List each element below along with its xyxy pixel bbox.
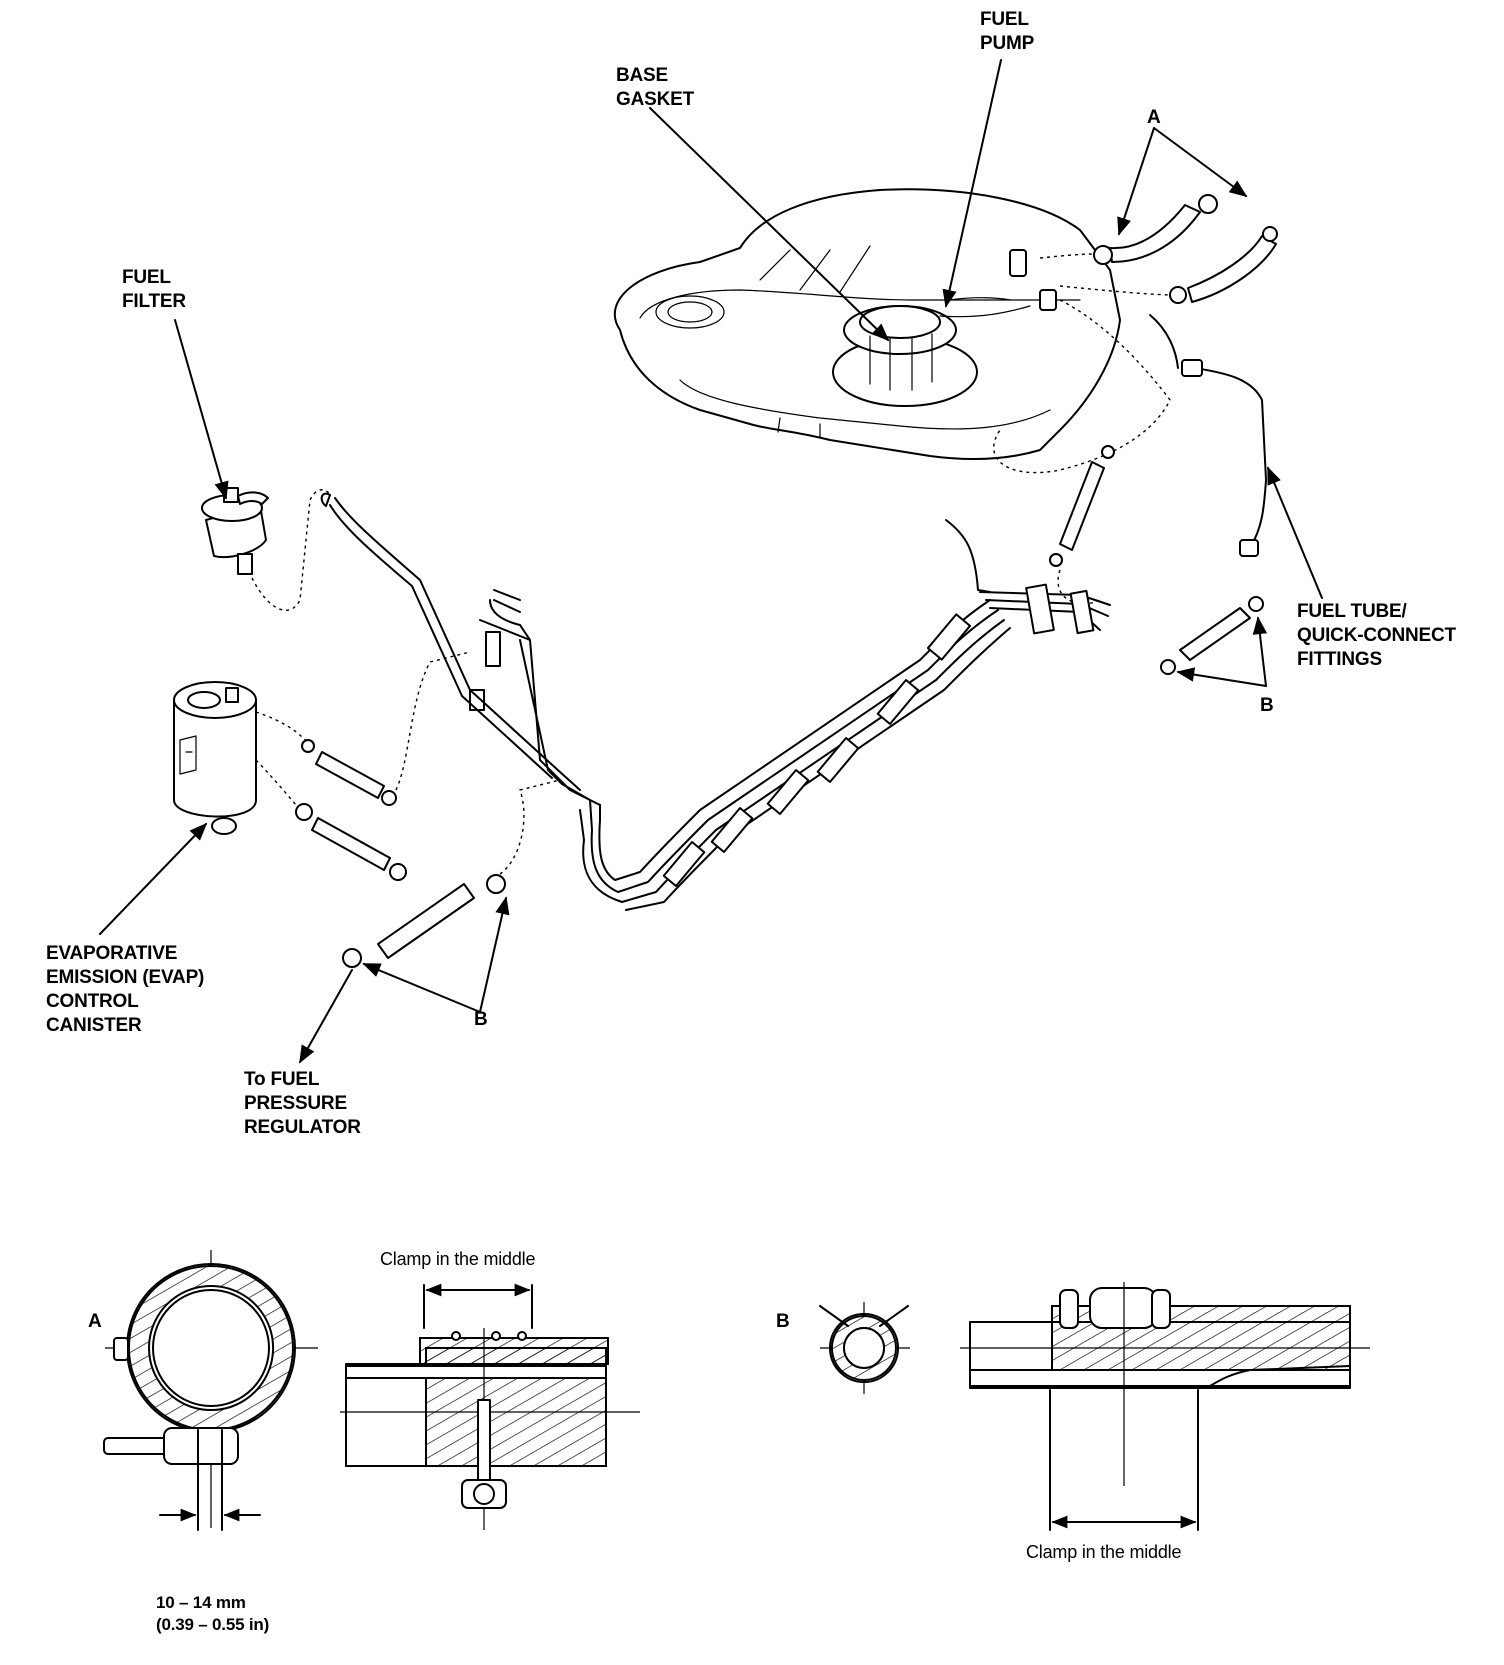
detail-b-letter: B (776, 1311, 790, 1332)
label-fuel-pump: FUEL PUMP (980, 9, 1035, 54)
right-hose-b (1160, 596, 1264, 675)
regulator-hose-b (342, 779, 561, 968)
tank-hose (1049, 445, 1115, 605)
detail-b-drawing (819, 1282, 1370, 1531)
detail-a-drawing (103, 1250, 640, 1531)
label-fuel-tube: FUEL TUBE/ QUICK-CONNECT FITTINGS (1297, 601, 1456, 670)
fuel-tube-quick-connect (993, 299, 1267, 557)
fuel-line-bundle (320, 492, 1111, 911)
filler-hoses (1039, 194, 1278, 304)
label-pressure-regulator: To FUEL PRESSURE REGULATOR (244, 1069, 361, 1138)
label-fuel-filter: FUEL FILTER (122, 267, 186, 312)
fuel-filter (201, 487, 331, 611)
detail-b-clamp-caption: Clamp in the middle (1026, 1542, 1182, 1562)
label-base-gasket: BASE GASKET (616, 65, 694, 110)
evap-canister (173, 681, 306, 835)
label-callout-b-left: B (474, 1009, 488, 1030)
fuel-pump-flange (859, 305, 941, 339)
detail-a-clamp-caption: Clamp in the middle (380, 1249, 536, 1269)
fuel-tank (613, 188, 1121, 461)
label-callout-b-right: B (1260, 695, 1274, 716)
detail-a-letter: A (88, 1311, 102, 1332)
leader-arrows (99, 59, 1323, 1064)
canister-hoses (295, 651, 471, 881)
label-callout-a: A (1147, 107, 1161, 128)
label-evap-canister: EVAPORATIVE EMISSION (EVAP) CONTROL CANI… (46, 943, 205, 1036)
detail-a-dimension: 10 – 14 mm (0.39 – 0.55 in) (156, 1593, 270, 1634)
